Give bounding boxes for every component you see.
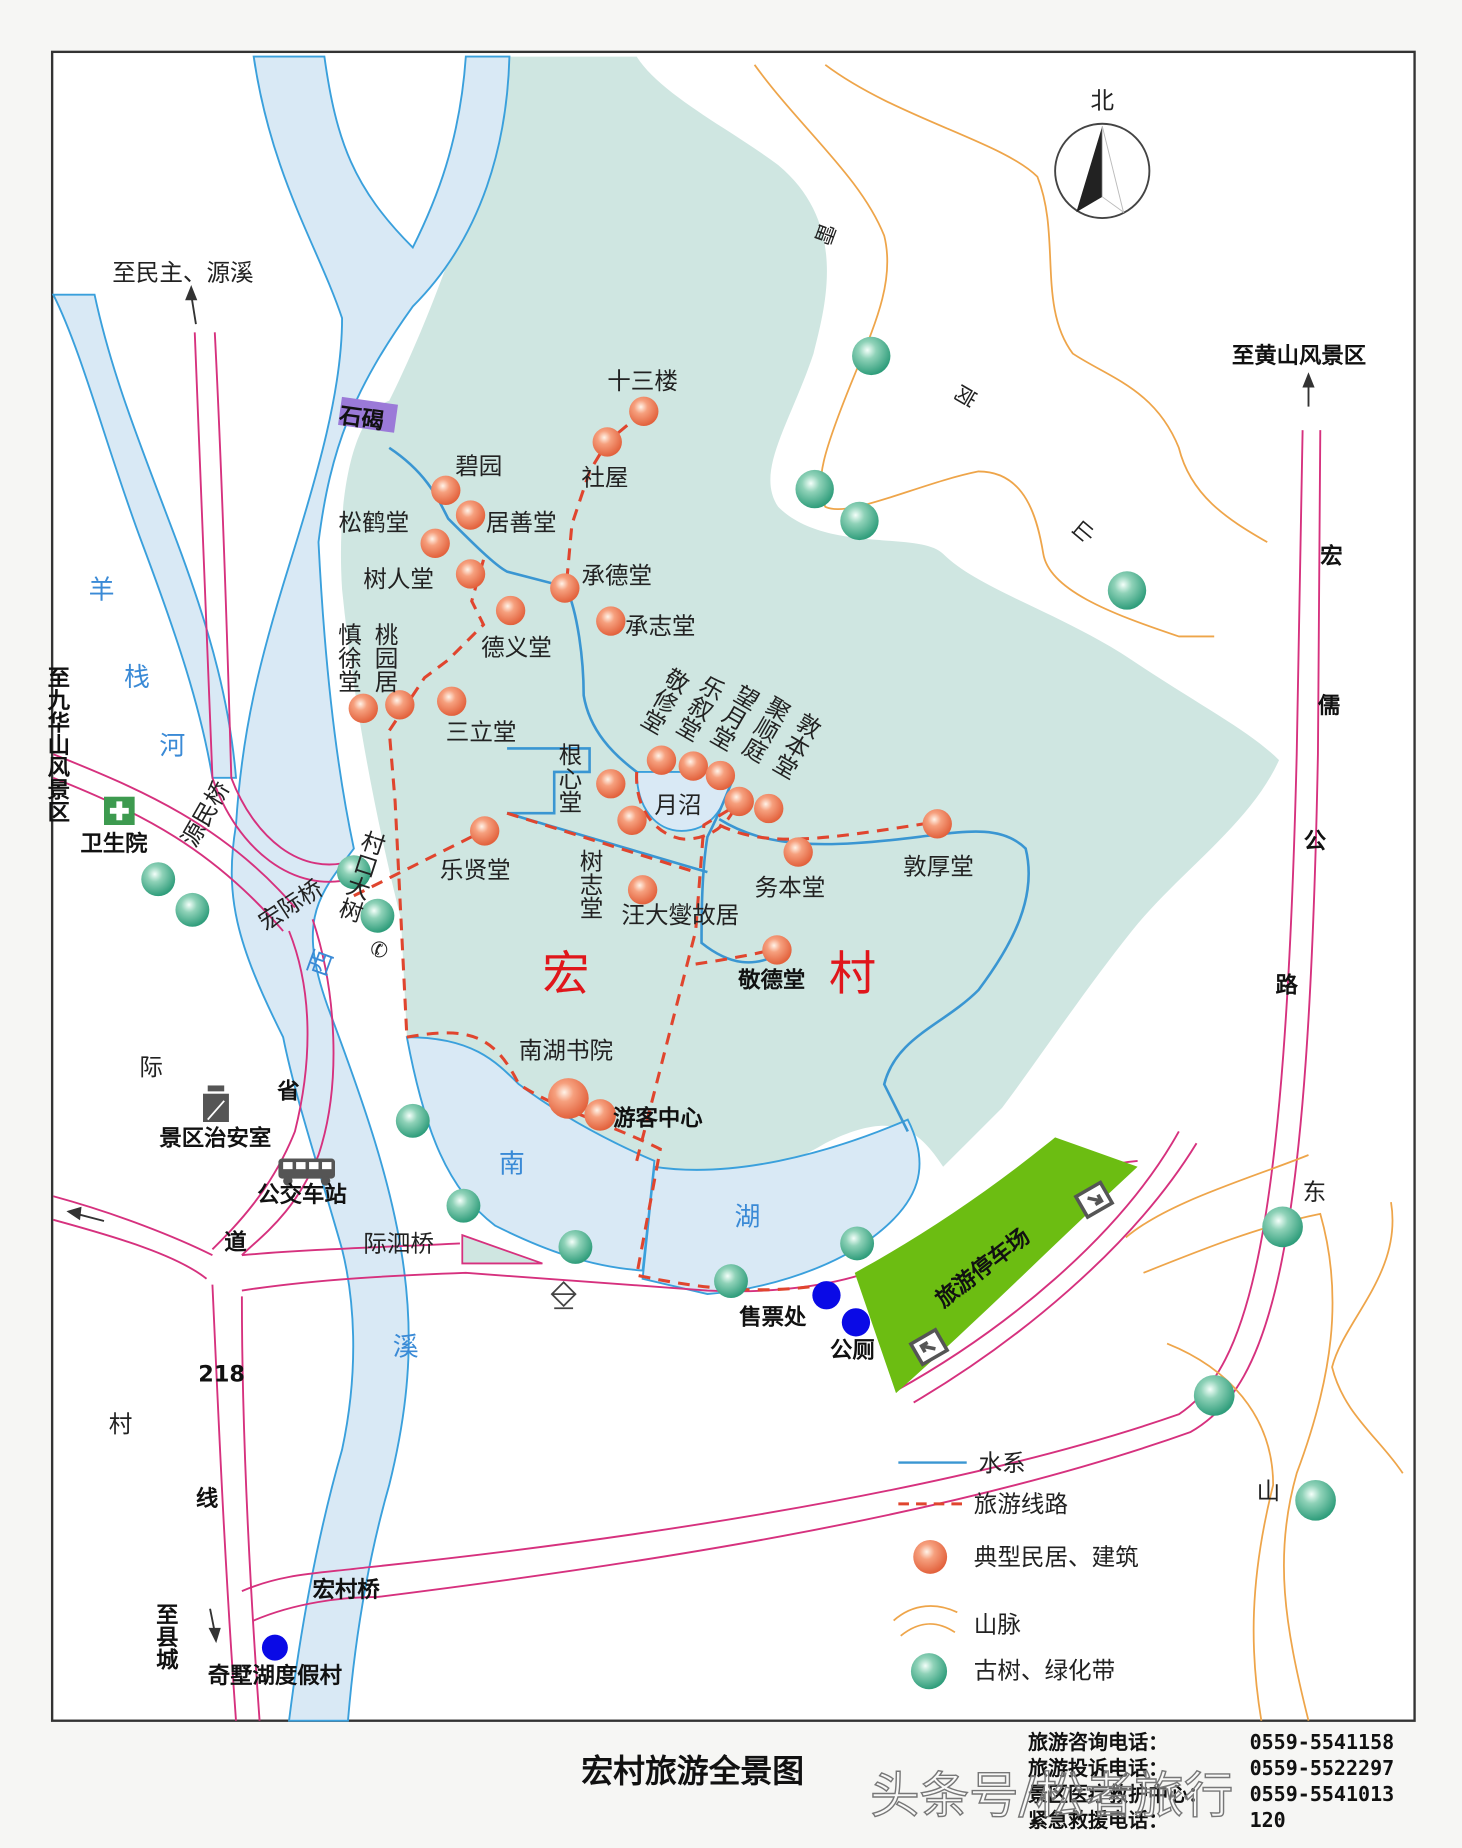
legend-label: 山脉 bbox=[974, 1610, 1021, 1638]
resort-marker[interactable] bbox=[261, 1634, 288, 1661]
building-label: 松鹤堂 bbox=[339, 508, 410, 536]
legend-tree-swatch bbox=[910, 1653, 948, 1690]
road-label-dao: 道 bbox=[224, 1228, 247, 1255]
mountain-label-dongshan: 山 bbox=[1257, 1477, 1281, 1505]
building-label: 南湖书院 bbox=[519, 1036, 613, 1064]
village-label-cun: 村 bbox=[829, 947, 876, 1002]
legend: 水系 旅游线路 典型民居、建筑 山脉 古树、绿化带 bbox=[893, 1449, 1139, 1690]
building-label: 三立堂 bbox=[446, 718, 517, 746]
contact-label: 旅游投诉电话： bbox=[1028, 1756, 1168, 1780]
river-label-he: 河 bbox=[159, 731, 185, 761]
legend-label: 古树、绿化带 bbox=[974, 1656, 1115, 1684]
lake-label-nan: 南 bbox=[499, 1150, 525, 1180]
direction-arrows bbox=[66, 285, 1315, 1644]
direction-west: 至九华山风景区 bbox=[44, 666, 71, 823]
legend-label: 水系 bbox=[979, 1449, 1026, 1477]
contact-value: 0559-5522297 bbox=[1250, 1756, 1395, 1780]
clinic-label: 卫生院 bbox=[80, 830, 148, 857]
road-label-hong: 宏 bbox=[1320, 542, 1342, 569]
compass-north-label: 北 bbox=[1090, 86, 1114, 114]
hongcun-bridge-label: 宏村桥 bbox=[313, 1576, 381, 1603]
contact-label: 旅游咨询电话： bbox=[1028, 1730, 1168, 1754]
mountain-label-dong: 东 bbox=[1303, 1178, 1327, 1206]
svg-text:✆: ✆ bbox=[370, 938, 388, 963]
police-label: 景区治安室 bbox=[159, 1125, 271, 1152]
road-label-ji: 际 bbox=[139, 1053, 163, 1081]
ticket-office-marker[interactable] bbox=[812, 1281, 841, 1310]
map-title: 宏村旅游全景图 bbox=[581, 1752, 804, 1790]
roads bbox=[52, 332, 1322, 1721]
building-label: 承德堂 bbox=[581, 561, 652, 589]
legend-label: 旅游线路 bbox=[974, 1490, 1068, 1518]
bus-icon bbox=[278, 1158, 335, 1186]
river-label-zhan: 栈 bbox=[124, 663, 150, 693]
contact-label: 紧急救援电话： bbox=[1028, 1808, 1168, 1832]
post-icon bbox=[550, 1281, 577, 1310]
lake-label-hu: 湖 bbox=[735, 1203, 761, 1233]
building-label: 居善堂 bbox=[486, 508, 557, 536]
toilet-label: 公厕 bbox=[830, 1338, 875, 1364]
road-label-ru: 儒 bbox=[1318, 693, 1340, 719]
building-label: 十三楼 bbox=[607, 367, 678, 395]
parking-entrance-icon bbox=[1073, 1180, 1115, 1220]
mountain-ridges bbox=[753, 64, 1404, 1721]
village-label-hong: 宏 bbox=[542, 947, 589, 1002]
toilet-marker[interactable] bbox=[841, 1308, 871, 1337]
direction-north-left: 至民主、源溪 bbox=[112, 259, 253, 287]
contact-value: 120 bbox=[1250, 1808, 1286, 1832]
phone-icon: ✆ bbox=[365, 933, 397, 965]
building-label: 承志堂 bbox=[625, 612, 696, 640]
building-label: 汪大燮故居 bbox=[621, 901, 739, 929]
legend-building-swatch bbox=[913, 1539, 948, 1574]
building-label: 敬德堂 bbox=[737, 967, 805, 994]
stone-weir-label: 石碣 bbox=[337, 403, 386, 435]
compass-icon bbox=[1054, 122, 1151, 219]
building-label: 树志堂 bbox=[576, 848, 604, 919]
road-label-xian: 线 bbox=[196, 1485, 218, 1512]
river-label-yang: 羊 bbox=[89, 576, 115, 606]
stone-weir bbox=[338, 396, 398, 433]
ticket-office-label: 售票处 bbox=[739, 1304, 807, 1331]
building-label: 树人堂 bbox=[363, 565, 434, 593]
contact-value: 0559-5541158 bbox=[1250, 1730, 1395, 1754]
contact-value: 0559-5541013 bbox=[1250, 1782, 1395, 1806]
building-label: 敦厚堂 bbox=[903, 853, 974, 881]
stream-west bbox=[506, 747, 708, 874]
village-area bbox=[340, 56, 1280, 1181]
road-label-lu: 路 bbox=[1276, 971, 1299, 998]
bus-station-label: 公交车站 bbox=[257, 1181, 347, 1208]
road-label-cun: 村 bbox=[109, 1410, 133, 1438]
contact-label: 景区医疗救护中心： bbox=[1028, 1782, 1208, 1806]
direction-south: 至县城 bbox=[152, 1603, 178, 1671]
police-icon bbox=[203, 1085, 229, 1122]
parking-lot[interactable] bbox=[854, 1137, 1138, 1394]
building-label: 桃园居 bbox=[371, 622, 399, 693]
building-label: 根心堂 bbox=[554, 742, 582, 813]
road-label-gong: 公 bbox=[1304, 829, 1327, 855]
road-label-218: 218 bbox=[198, 1361, 245, 1387]
legend-label: 典型民居、建筑 bbox=[974, 1543, 1139, 1571]
building-label: 乐贤堂 bbox=[440, 856, 511, 884]
stream-label-xi2: 溪 bbox=[393, 1332, 419, 1362]
clinic-icon bbox=[104, 796, 135, 825]
jisi-bridge-label: 际泗桥 bbox=[363, 1230, 434, 1258]
yangzhan-river bbox=[51, 293, 238, 779]
building-label: 务本堂 bbox=[755, 874, 826, 902]
direction-north-right: 至黄山风景区 bbox=[1232, 343, 1366, 369]
xi-stream-river bbox=[230, 55, 511, 1722]
small-pond bbox=[461, 1233, 543, 1265]
visitor-center-label: 游客中心 bbox=[613, 1105, 703, 1132]
building-label: 德义堂 bbox=[481, 633, 552, 661]
legend-mountain-swatch bbox=[893, 1605, 958, 1637]
resort-label: 奇墅湖度假村 bbox=[208, 1662, 343, 1689]
building-label: 社屋 bbox=[581, 464, 628, 492]
moon-pond-label: 月沼 bbox=[654, 791, 701, 819]
watermark: 头条号/松者旅行 bbox=[870, 1767, 1233, 1825]
road-label-sheng: 省 bbox=[276, 1078, 299, 1104]
building-label: 慎徐堂 bbox=[334, 622, 362, 693]
south-lake-west bbox=[405, 1036, 656, 1272]
contact-list: 旅游咨询电话： 0559-5541158 旅游投诉电话： 0559-552229… bbox=[1028, 1730, 1394, 1832]
parking-exit-icon bbox=[908, 1327, 950, 1367]
building-label: 碧园 bbox=[455, 452, 502, 480]
